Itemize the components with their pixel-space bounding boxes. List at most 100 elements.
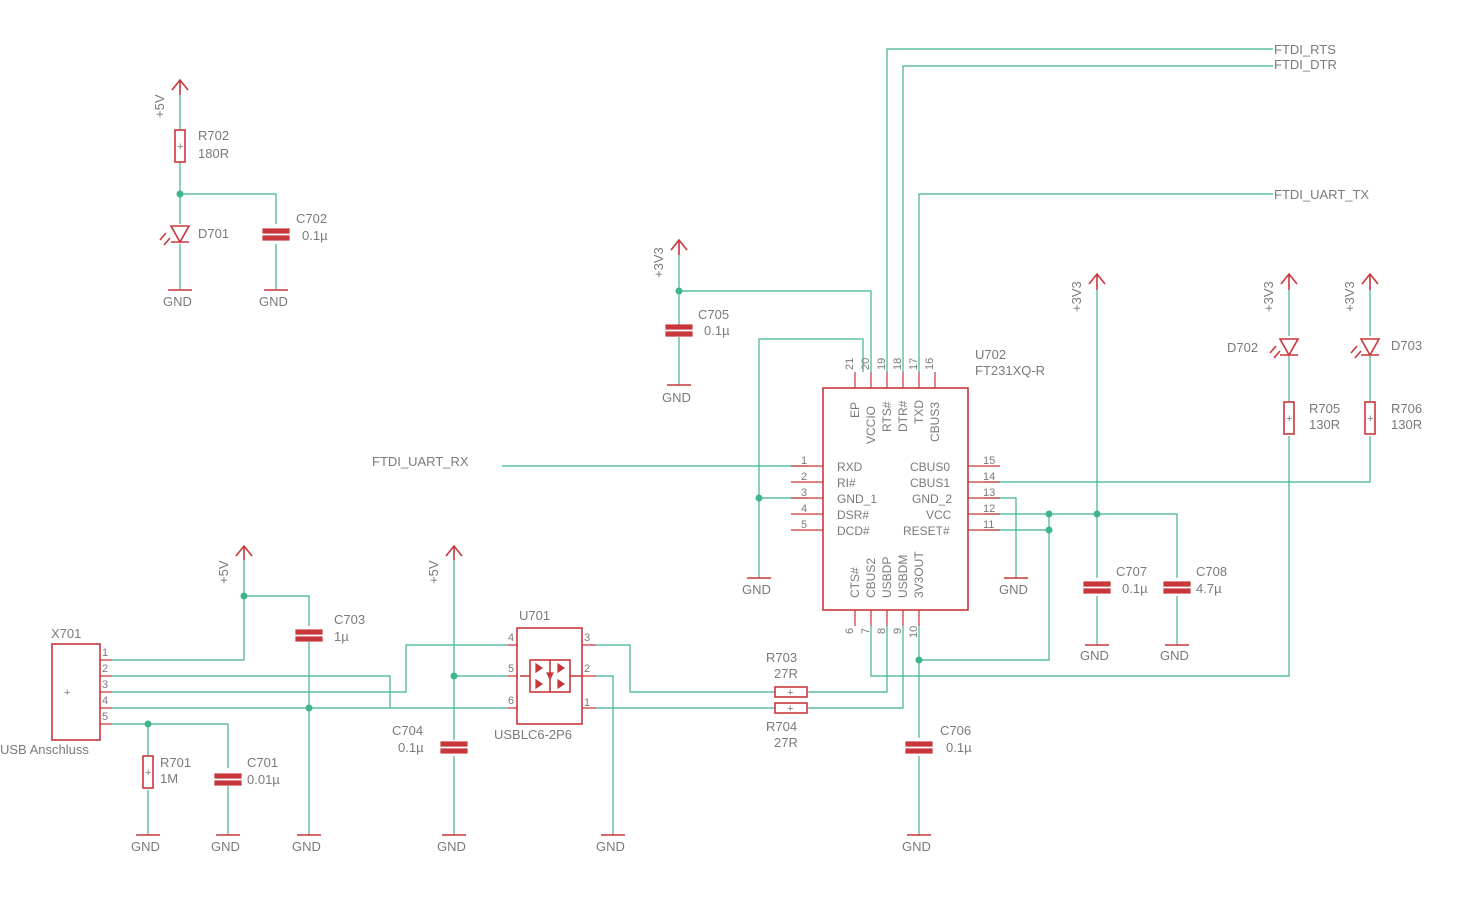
supply-p3v3-c705: +3V3 <box>651 238 688 278</box>
svg-text:+: + <box>1367 413 1373 425</box>
svg-text:2: 2 <box>102 663 108 675</box>
gnd-c706: GND <box>902 834 931 854</box>
svg-text:R705: R705 <box>1309 401 1340 416</box>
svg-text:GND: GND <box>211 839 240 854</box>
svg-text:19: 19 <box>876 358 888 370</box>
svg-text:3: 3 <box>801 487 807 499</box>
svg-text:USBLC6-2P6: USBLC6-2P6 <box>494 727 572 742</box>
svg-text:GND: GND <box>999 582 1028 597</box>
svg-text:U701: U701 <box>519 608 550 623</box>
capacitor-c701: C701 0.01µ <box>214 755 280 787</box>
svg-text:GND: GND <box>1160 648 1189 663</box>
gnd-c707: GND <box>1080 644 1109 663</box>
svg-text:RESET#: RESET# <box>903 524 950 538</box>
svg-text:GND_2: GND_2 <box>912 492 952 506</box>
svg-text:RI#: RI# <box>837 476 856 490</box>
svg-text:2: 2 <box>801 471 807 483</box>
led-d702: D702 <box>1227 338 1300 359</box>
supply-p3v3-d702: +3V3 <box>1261 272 1298 312</box>
svg-text:C702: C702 <box>296 211 327 226</box>
svg-text:+: + <box>787 703 793 715</box>
svg-text:FT231XQ-R: FT231XQ-R <box>975 363 1045 378</box>
gnd-c705: GND <box>662 384 691 405</box>
svg-text:+3V3: +3V3 <box>1342 281 1357 312</box>
svg-text:1: 1 <box>102 647 108 659</box>
gnd-r701: GND <box>131 834 160 854</box>
resistor-r702: + R702 180R <box>174 128 229 163</box>
svg-text:C703: C703 <box>334 612 365 627</box>
wires <box>112 48 1371 835</box>
svg-text:0.01µ: 0.01µ <box>247 772 280 787</box>
capacitor-c703: C703 1µ <box>295 612 365 644</box>
svg-text:GND: GND <box>131 839 160 854</box>
svg-text:21: 21 <box>844 358 856 370</box>
gnd-u702-gnd1: GND <box>742 577 771 597</box>
gnd-c701: GND <box>211 834 240 854</box>
gnd-u702-gnd2: GND <box>999 577 1028 597</box>
svg-text:7: 7 <box>860 628 872 634</box>
svg-text:130R: 130R <box>1309 417 1340 432</box>
svg-text:U702: U702 <box>975 347 1006 362</box>
svg-text:VCC: VCC <box>926 508 952 522</box>
gnd-c702: GND <box>259 289 288 309</box>
gnd-symbols: GND GND GND GND GND GND GND GND GND GND … <box>131 289 1189 854</box>
svg-text:6: 6 <box>508 695 514 707</box>
svg-text:CTS#: CTS# <box>848 567 862 598</box>
svg-text:4: 4 <box>102 695 108 707</box>
supply-p5v-c704: +5V <box>426 544 463 584</box>
svg-text:8: 8 <box>876 628 888 634</box>
svg-text:+3V3: +3V3 <box>1261 281 1276 312</box>
svg-text:27R: 27R <box>774 735 798 750</box>
svg-text:4.7µ: 4.7µ <box>1196 581 1222 596</box>
svg-text:13: 13 <box>983 487 995 499</box>
net-label-ftdi-uart-tx: FTDI_UART_TX <box>1274 187 1369 202</box>
junctions <box>144 190 1101 728</box>
svg-text:0.1µ: 0.1µ <box>1122 581 1148 596</box>
svg-text:2: 2 <box>584 663 590 675</box>
led-d701: D701 <box>159 225 229 246</box>
svg-text:C708: C708 <box>1196 564 1227 579</box>
svg-text:R703: R703 <box>766 650 797 665</box>
svg-text:DTR#: DTR# <box>896 400 910 432</box>
svg-text:16: 16 <box>924 358 936 370</box>
svg-text:130R: 130R <box>1391 417 1422 432</box>
svg-text:R706: R706 <box>1391 401 1422 416</box>
supply-p5v-topleft: +5V <box>152 78 189 118</box>
svg-text:0.1µ: 0.1µ <box>704 323 730 338</box>
svg-text:6: 6 <box>844 628 856 634</box>
svg-text:DCD#: DCD# <box>837 524 870 538</box>
svg-text:RTS#: RTS# <box>880 401 894 432</box>
ic-u701: 4 5 6 3 2 1 U701 USBLC6-2P6 <box>494 608 596 742</box>
net-label-ftdi-rts: FTDI_RTS <box>1274 42 1336 57</box>
svg-text:0.1µ: 0.1µ <box>398 740 424 755</box>
svg-text:20: 20 <box>860 358 872 370</box>
svg-text:5: 5 <box>801 519 807 531</box>
svg-text:180R: 180R <box>198 146 229 161</box>
supply-p3v3-c707: +3V3 <box>1069 272 1106 312</box>
resistor-r705: + R705 130R <box>1283 401 1340 435</box>
svg-text:+: + <box>64 687 70 699</box>
svg-text:CBUS0: CBUS0 <box>910 460 950 474</box>
svg-text:27R: 27R <box>774 666 798 681</box>
svg-text:+5V: +5V <box>216 560 231 584</box>
net-label-ftdi-dtr: FTDI_DTR <box>1274 57 1337 72</box>
svg-text:TXD: TXD <box>912 400 926 424</box>
svg-text:+5V: +5V <box>426 560 441 584</box>
svg-text:3: 3 <box>102 679 108 691</box>
svg-text:GND: GND <box>437 839 466 854</box>
svg-text:C705: C705 <box>698 307 729 322</box>
svg-text:14: 14 <box>983 471 995 483</box>
resistor-r701: + R701 1M <box>142 755 191 789</box>
resistor-r703: + R703 27R <box>766 650 808 699</box>
capacitor-c702: C702 0.1µ <box>262 211 328 243</box>
gnd-c703: GND <box>292 834 321 854</box>
svg-text:C706: C706 <box>940 723 971 738</box>
svg-text:3V3OUT: 3V3OUT <box>912 551 926 598</box>
svg-text:CBUS1: CBUS1 <box>910 476 950 490</box>
svg-text:USBDM: USBDM <box>896 555 910 598</box>
svg-text:R702: R702 <box>198 128 229 143</box>
svg-text:5: 5 <box>508 663 514 675</box>
svg-text:D703: D703 <box>1391 338 1422 353</box>
svg-text:EP: EP <box>848 402 862 418</box>
